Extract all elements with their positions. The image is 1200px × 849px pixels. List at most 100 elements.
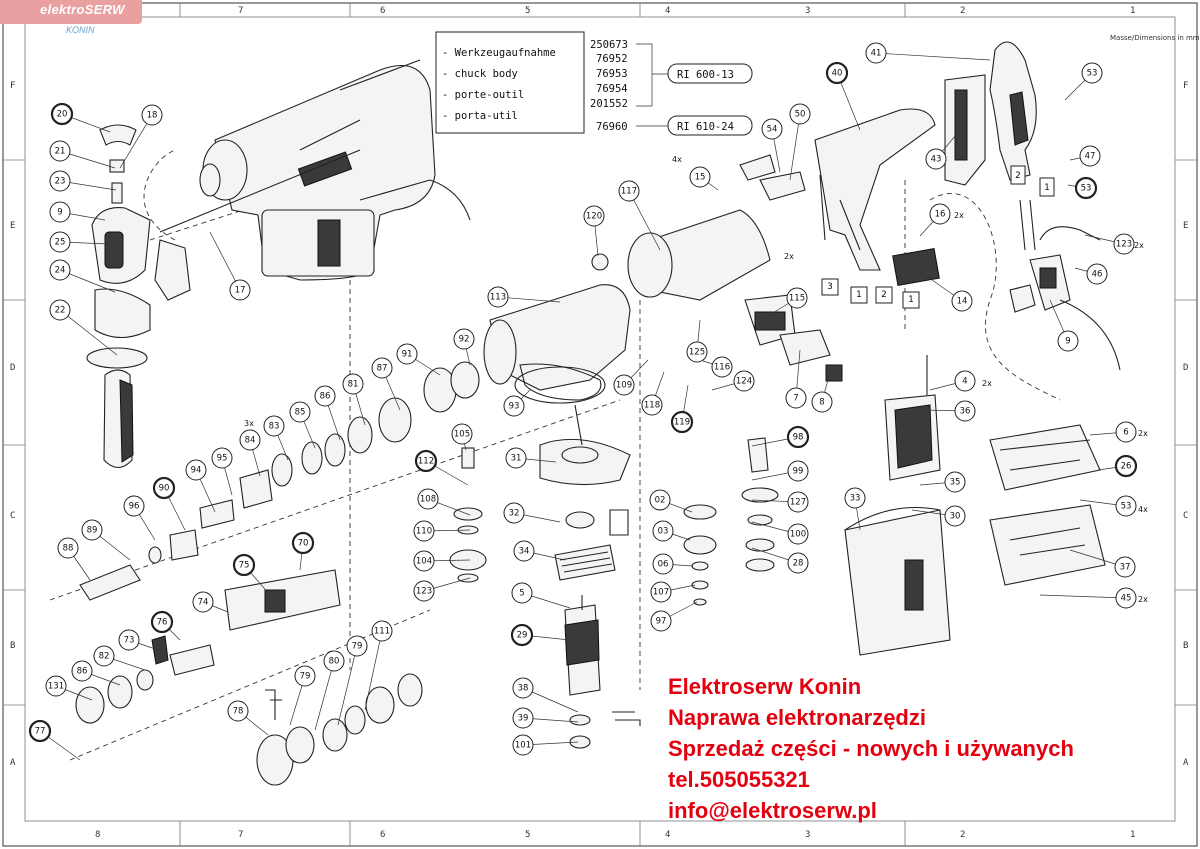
svg-text:38: 38 [518, 684, 529, 694]
svg-text:17: 17 [235, 286, 246, 296]
row-label: B [1183, 641, 1188, 651]
svg-text:53: 53 [1081, 184, 1092, 194]
row-label: E [1183, 221, 1188, 231]
svg-text:88: 88 [63, 544, 74, 554]
callout-part-30: 30 [944, 505, 966, 527]
dimensions-note: Masse/Dimensions in mm [1110, 34, 1200, 42]
svg-text:123: 123 [1116, 240, 1132, 250]
callout-part-15: 15 [689, 166, 711, 188]
svg-text:123: 123 [416, 587, 432, 597]
callout-part-79: 79 [294, 665, 316, 687]
svg-text:85: 85 [295, 408, 306, 418]
callout-part-131: 131 [45, 675, 67, 697]
callout-part-22: 22 [49, 299, 71, 321]
svg-text:9: 9 [57, 208, 62, 218]
callout-part-109: 109 [613, 374, 635, 396]
callout-part-80: 80 [323, 650, 345, 672]
callout-part-53: 53 [1115, 495, 1137, 517]
svg-text:79: 79 [352, 642, 363, 652]
svg-text:21: 21 [55, 147, 66, 157]
ad-email[interactable]: info@elektroserw.pl [668, 798, 877, 823]
legend-row-3-label: - porte-outil [442, 89, 524, 101]
percussion-rings-illustration [75, 361, 606, 786]
legend-code-1: 250673 [590, 39, 628, 51]
column-label-top: 2 [960, 6, 965, 16]
callout-part-93: 93 [503, 395, 525, 417]
svg-text:22: 22 [55, 306, 66, 316]
stator-motor-illustration [844, 355, 1106, 656]
mult-53a: 2x [784, 252, 794, 261]
svg-text:5: 5 [519, 589, 524, 599]
svg-text:6: 6 [1123, 428, 1128, 438]
logo-city: KONIN [66, 25, 95, 35]
ad-phone[interactable]: tel.505055321 [668, 767, 810, 792]
svg-text:41: 41 [871, 49, 882, 59]
callout-part-113: 113 [487, 286, 509, 308]
callout-leader [314, 660, 335, 731]
callout-part-43: 43 [925, 148, 947, 170]
callout-part-100: 100 [787, 523, 809, 545]
callout-part-20: 20 [50, 102, 74, 126]
callout-part-36: 36 [954, 400, 976, 422]
callout-part-99: 99 [787, 460, 809, 482]
callout-part-6: 6 [1115, 421, 1137, 443]
svg-text:70: 70 [298, 539, 309, 549]
svg-text:53: 53 [1121, 502, 1132, 512]
callout-part-4: 4 [954, 370, 976, 392]
svg-text:78: 78 [233, 707, 244, 717]
callout-part-96: 96 [123, 495, 145, 517]
wire-box-1a: 1 [856, 290, 862, 300]
svg-text:97: 97 [656, 617, 667, 627]
legend-code-3: 76953 [596, 68, 628, 80]
row-label: C [1183, 511, 1188, 521]
callout-part-74: 74 [192, 591, 214, 613]
row-label: A [1183, 758, 1189, 768]
callout-part-123: 123 [413, 580, 435, 602]
svg-text:109: 109 [616, 381, 632, 391]
callout-part-81: 81 [342, 373, 364, 395]
svg-text:81: 81 [348, 380, 359, 390]
callout-part-5: 5 [511, 582, 533, 604]
callout-part-110: 110 [413, 520, 435, 542]
svg-text:33: 33 [850, 494, 861, 504]
callout-part-108: 108 [417, 488, 439, 510]
callout-part-16: 16 [929, 203, 951, 225]
column-label-bottom: 8 [95, 830, 100, 840]
svg-text:20: 20 [57, 110, 68, 120]
svg-text:117: 117 [621, 187, 637, 197]
legend-table: - Werkzeugaufnahme - chuck body - porte-… [435, 31, 753, 136]
legend-code-5: 201552 [590, 98, 628, 110]
callout-part-03: 03 [652, 520, 674, 542]
callout-leader [1039, 594, 1127, 599]
mult-16: 2x [954, 211, 964, 220]
callout-leader [364, 630, 383, 711]
callout-part-53: 53 [1081, 62, 1103, 84]
callout-part-94: 94 [185, 459, 207, 481]
callout-part-118: 118 [641, 394, 663, 416]
wire-box-1b: 1 [908, 295, 914, 305]
callout-part-28: 28 [787, 552, 809, 574]
legend-model-a: RI 600-13 [677, 69, 734, 81]
svg-text:24: 24 [55, 266, 66, 276]
callout-part-14: 14 [951, 290, 973, 312]
legend-row-1-label: - Werkzeugaufnahme [442, 47, 556, 59]
callout-part-54: 54 [761, 118, 783, 140]
svg-text:75: 75 [239, 561, 250, 571]
callout-leader [337, 645, 358, 726]
callout-part-124: 124 [733, 370, 755, 392]
legend-row-4-label: - porta-util [442, 110, 518, 122]
column-label-bottom: 7 [238, 830, 243, 840]
mult-37: 2x [1138, 429, 1148, 438]
callout-part-79: 79 [346, 635, 368, 657]
column-label-bottom: 3 [805, 830, 810, 840]
callout-part-24: 24 [49, 259, 71, 281]
svg-text:107: 107 [653, 588, 669, 598]
callout-part-9: 9 [1057, 330, 1079, 352]
svg-text:94: 94 [191, 466, 202, 476]
svg-text:110: 110 [416, 527, 432, 537]
svg-text:115: 115 [789, 294, 805, 304]
svg-text:90: 90 [159, 484, 170, 494]
callout-part-104: 104 [413, 550, 435, 572]
svg-text:18: 18 [147, 111, 158, 121]
